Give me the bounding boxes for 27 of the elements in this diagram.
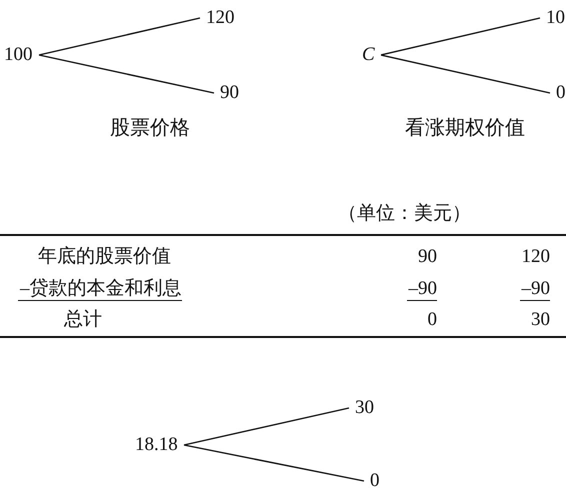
table-value: 0 [428,309,437,331]
value-label: C [356,44,381,66]
value-label: 100 [0,44,38,66]
table-value: –90 [520,278,550,301]
tree-caption: 股票价格 [110,117,190,139]
row-label: 年底的股票价值 [38,246,171,268]
branch-line [380,17,540,56]
table-value: 30 [531,309,550,331]
value-label: 0 [550,82,566,104]
branch-line [184,444,364,482]
tree-caption: 看涨期权价值 [405,117,525,139]
row-label: –贷款的本金和利息 [18,278,182,301]
branch-line [38,54,214,94]
branch-line [38,17,200,56]
table-value: 120 [522,246,550,268]
value-label: 30 [349,397,380,419]
value-label: 120 [200,7,240,29]
value-label: 0 [364,470,386,492]
unit-note: （单位：美元） [338,203,471,225]
value-label: 10 [540,7,566,29]
value-label: 18.18 [129,434,184,456]
table-value: 90 [418,246,437,268]
value-label: 90 [214,82,245,104]
table-value: –90 [406,278,437,301]
branch-line [380,54,550,94]
branch-line [184,407,350,446]
row-label: 总计 [64,309,102,331]
